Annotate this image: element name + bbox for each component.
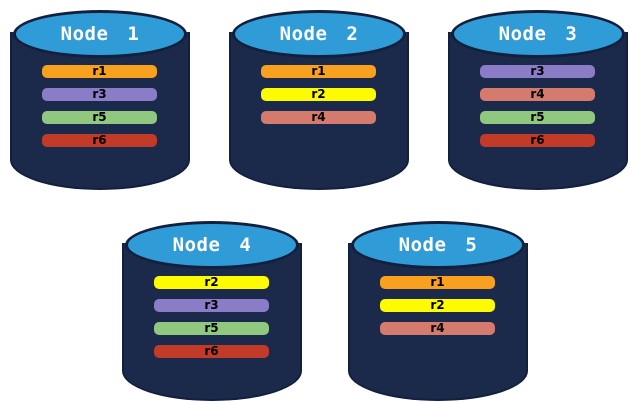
- replica-list: r2 r3 r5 r6: [154, 276, 269, 358]
- replica-list: r3 r4 r5 r6: [480, 65, 595, 147]
- replica-bar-r5: r5: [480, 111, 595, 124]
- replica-bar-r6: r6: [480, 134, 595, 147]
- bottom-row: Node 4 r2 r3 r5 r6 Node 5 r1 r2 r4: [0, 219, 638, 401]
- replica-bar-r3: r3: [42, 88, 157, 101]
- replica-bar-r5: r5: [42, 111, 157, 124]
- cylinder-top-ellipse: Node 5: [351, 221, 525, 269]
- replica-bar-r2: r2: [261, 88, 376, 101]
- replica-list: r1 r3 r5 r6: [42, 65, 157, 147]
- replica-bar-r2: r2: [154, 276, 269, 289]
- replica-bar-r6: r6: [42, 134, 157, 147]
- replica-bar-r6: r6: [154, 345, 269, 358]
- replica-label: r1: [430, 275, 445, 289]
- replica-list: r1 r2 r4: [261, 65, 376, 124]
- replica-label: r6: [204, 344, 219, 358]
- node-title: Node 2: [279, 23, 359, 45]
- replica-bar-r4: r4: [480, 88, 595, 101]
- replica-label: r4: [430, 321, 445, 335]
- replica-label: r2: [204, 275, 219, 289]
- replica-list: r1 r2 r4: [380, 276, 495, 335]
- replica-label: r3: [204, 298, 219, 312]
- replica-label: r2: [430, 298, 445, 312]
- node-title: Node 1: [60, 23, 140, 45]
- replica-label: r1: [92, 64, 107, 78]
- replica-label: r2: [311, 87, 326, 101]
- database-cylinder-node-1: Node 1 r1 r3 r5 r6: [10, 8, 190, 190]
- node-title: Node 3: [498, 23, 578, 45]
- top-row: Node 1 r1 r3 r5 r6 Node 2 r1 r2 r4: [0, 0, 638, 190]
- replica-bar-r4: r4: [261, 111, 376, 124]
- node-title: Node 4: [172, 234, 252, 256]
- database-cylinder-node-2: Node 2 r1 r2 r4: [229, 8, 409, 190]
- replica-label: r1: [311, 64, 326, 78]
- replica-label: r3: [92, 87, 107, 101]
- replica-label: r6: [92, 133, 107, 147]
- replica-bar-r4: r4: [380, 322, 495, 335]
- replica-bar-r1: r1: [380, 276, 495, 289]
- cylinder-top-ellipse: Node 4: [125, 221, 299, 269]
- cylinder-top-ellipse: Node 1: [13, 10, 187, 58]
- replica-bar-r3: r3: [154, 299, 269, 312]
- replica-bar-r1: r1: [42, 65, 157, 78]
- replica-label: r6: [530, 133, 545, 147]
- replica-label: r5: [92, 110, 107, 124]
- database-cylinder-node-4: Node 4 r2 r3 r5 r6: [122, 219, 302, 401]
- node-title: Node 5: [398, 234, 478, 256]
- replica-label: r4: [530, 87, 545, 101]
- replica-label: r4: [311, 110, 326, 124]
- replica-bar-r3: r3: [480, 65, 595, 78]
- database-cylinder-node-5: Node 5 r1 r2 r4: [348, 219, 528, 401]
- cylinder-top-ellipse: Node 2: [232, 10, 406, 58]
- replica-bar-r5: r5: [154, 322, 269, 335]
- replica-label: r5: [204, 321, 219, 335]
- replica-label: r3: [530, 64, 545, 78]
- cylinder-top-ellipse: Node 3: [451, 10, 625, 58]
- replica-bar-r1: r1: [261, 65, 376, 78]
- replica-bar-r2: r2: [380, 299, 495, 312]
- database-cylinder-node-3: Node 3 r3 r4 r5 r6: [448, 8, 628, 190]
- replica-label: r5: [530, 110, 545, 124]
